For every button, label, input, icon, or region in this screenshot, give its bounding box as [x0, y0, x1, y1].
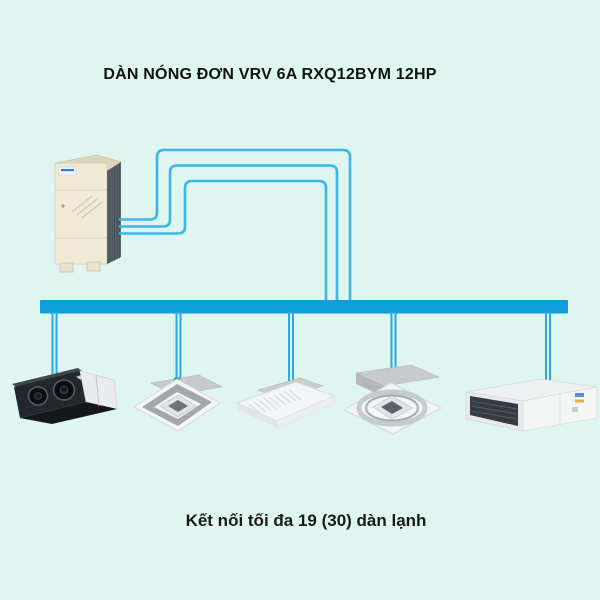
pipe-1 [119, 148, 352, 301]
pipe-3 [119, 179, 328, 301]
ducted-label-sticker-yellow [575, 399, 584, 403]
roundflow-body [354, 364, 441, 387]
vrv-outdoor-unit-icon [54, 154, 122, 273]
hrv-duct-port-hub [34, 392, 42, 400]
grille-fins [109, 163, 120, 263]
ducted-intake-opening [470, 396, 518, 426]
branch-drop-2 [175, 312, 182, 380]
ceiling-cassette-unit-icon [133, 374, 223, 432]
branch-drop-4 [390, 312, 397, 372]
outdoor-unit-front-panel [54, 162, 108, 265]
round-flow-cassette-unit-icon [343, 364, 442, 435]
refrigerant-pipes [119, 148, 352, 301]
hrv-top-edge [12, 368, 82, 387]
trunk-line [40, 300, 568, 314]
ducted-label-sticker-blue [575, 393, 584, 397]
daikin-logo-text [61, 169, 74, 172]
hrv-ventilation-unit-icon [12, 368, 118, 424]
branch-drop-5 [545, 312, 551, 385]
hrv-label-mark [76, 375, 81, 380]
vent-slots [71, 195, 103, 219]
ducted-switch-box [572, 407, 578, 412]
hrv-duct-port-hub [59, 386, 69, 394]
page-title: DÀN NÓNG ĐƠN VRV 6A RXQ12BYM 12HP [103, 64, 436, 83]
suspended-rim-left [237, 403, 278, 428]
branch-drop-3 [288, 312, 294, 382]
cassette-louver-ring [142, 384, 212, 426]
branch-drop-1 [51, 312, 58, 374]
caption: Kết nối tối đa 19 (30) dàn lạnh [186, 511, 427, 530]
handle-dot [61, 204, 65, 208]
pipe-2 [119, 164, 339, 301]
ceiling-suspended-cassette-unit-icon [236, 377, 335, 429]
cassette-center-grille-core [168, 400, 188, 412]
suspended-rim-right [276, 395, 335, 429]
branch-drops [51, 312, 551, 385]
suspended-grille-ribs [248, 389, 302, 415]
concealed-ducted-unit-icon [465, 378, 598, 432]
hrv-panel-seam [95, 374, 100, 407]
hrv-bottom-edge [20, 402, 117, 424]
roundflow-louver-inner [364, 394, 420, 422]
unit-foot [59, 262, 74, 273]
roundflow-louver-outer [356, 389, 428, 427]
ducted-intake-slats [470, 400, 518, 420]
roundflow-center-grille-core [381, 401, 403, 414]
unit-foot [86, 261, 101, 272]
